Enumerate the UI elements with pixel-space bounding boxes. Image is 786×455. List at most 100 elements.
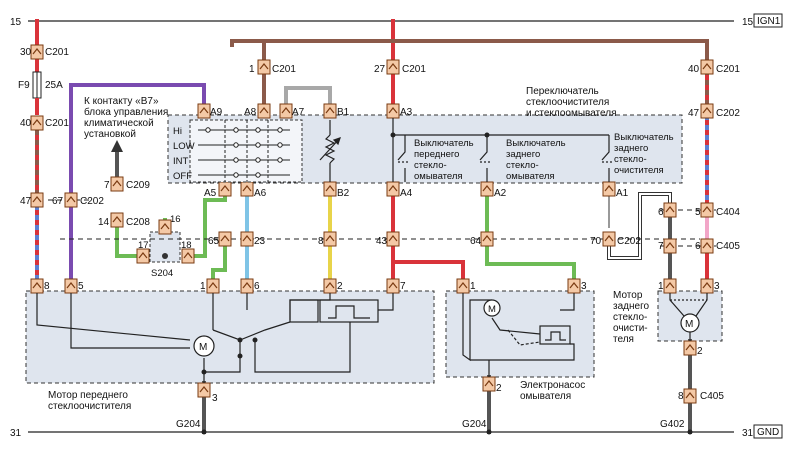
front-motor-symbol: M [199, 342, 207, 353]
c201-1-num: 1 [249, 64, 255, 75]
note-line2: блока управления [84, 106, 168, 118]
front-pin-6: 6 [254, 281, 260, 292]
splice-s204: S204 16 17 18 [138, 214, 192, 279]
connector-pin [386, 231, 400, 247]
rear-pin-1: 1 [658, 281, 664, 292]
pin-b2: B2 [337, 188, 350, 199]
pump-pin-2: 2 [496, 383, 502, 394]
pos-hi: Hi [173, 126, 182, 137]
switch-pin-labels: A9 A8 A7 B1 A3 A5 A6 B2 A4 A2 A1 [204, 107, 629, 199]
rear-label-1: Мотор [613, 290, 643, 301]
connector-pin [663, 238, 677, 254]
connector-labels: 30 C201 40 C201 47 67 C202 7 C209 14 C20… [20, 47, 740, 402]
connector-pin [158, 219, 172, 235]
gnd-tag: GND [757, 427, 779, 438]
switch-title-1: Переключатель [526, 86, 599, 97]
rear-pin-2: 2 [697, 346, 703, 357]
splice-pin17: 17 [138, 240, 149, 251]
rear-label-3: стекло- [613, 312, 647, 323]
c209-num: 7 [104, 180, 110, 191]
c405-id: C405 [716, 241, 740, 252]
connector-pin [197, 103, 211, 119]
note-b7: К контакту «B7» блока управления климати… [84, 96, 168, 140]
rail-bottom-left-label: 31 [10, 428, 22, 439]
pump-motor-symbol: M [488, 304, 496, 315]
connector-pin [30, 278, 44, 294]
pump-motor-icon [483, 299, 501, 317]
pump-ground: G204 [462, 419, 487, 430]
connector-pin [700, 59, 714, 75]
sw1-l3: стекло- [414, 160, 447, 171]
c405b-id: C405 [700, 391, 724, 402]
c201-27-num: 27 [374, 64, 386, 75]
note-line4: установкой [84, 129, 136, 140]
pump-pin-1: 1 [470, 281, 476, 292]
connector-pin [257, 103, 271, 119]
sw3-l4: очистителя [614, 165, 664, 176]
connector-pin [323, 231, 337, 247]
connector-pin [700, 278, 714, 294]
c202-47b-id: C202 [716, 108, 740, 119]
c202-47-num: 47 [20, 196, 32, 207]
splice-id: S204 [151, 268, 173, 279]
pin-a7: A7 [292, 107, 305, 118]
c202-id: C202 [80, 196, 104, 207]
switch-labels: Переключатель стеклоочистителя и стеклоо… [414, 86, 674, 182]
front-motor-internals [36, 293, 394, 383]
c404-6-num: 6 [658, 207, 664, 218]
sw2-l3: стекло- [506, 160, 539, 171]
c202-47b-num: 47 [688, 108, 700, 119]
sw2-l4: омывателя [506, 171, 555, 182]
connector-pin [30, 44, 44, 60]
c201-30-num: 30 [20, 47, 32, 58]
connector-pin [110, 176, 124, 192]
connector-pin [64, 192, 78, 208]
front-pin-1: 1 [200, 281, 206, 292]
connector-pin [700, 103, 714, 119]
splice-pin18: 18 [181, 240, 192, 251]
pin-43: 43 [376, 236, 388, 247]
c202-70-num: 70 [590, 236, 602, 247]
front-ground: G204 [176, 419, 201, 430]
c201-30-id: C201 [45, 47, 69, 58]
connector-pin [663, 202, 677, 218]
connectors [30, 44, 714, 404]
rear-ground: G402 [660, 419, 685, 430]
c201-40b-id: C201 [716, 64, 740, 75]
pin-a1: A1 [616, 188, 629, 199]
c201-1-id: C201 [272, 64, 296, 75]
c202b-id: C202 [617, 236, 641, 247]
connector-pin [218, 181, 232, 197]
ground-points [201, 429, 693, 435]
connector-pin [386, 181, 400, 197]
connector-pin [683, 340, 697, 356]
switch-title-3: и стеклоомывателя [526, 108, 617, 119]
pin-64: 64 [470, 236, 482, 247]
connector-pin [218, 231, 232, 247]
connector-pin [602, 231, 616, 247]
gnd-tag-box [753, 424, 783, 439]
c404-id: C404 [716, 207, 740, 218]
pump-label-1: Электронасос [520, 380, 585, 391]
sw1-l4: омывателя [414, 171, 463, 182]
note-line1: К контакту «B7» [84, 96, 159, 107]
pin-65: 65 [208, 236, 220, 247]
c201-40-id: C201 [45, 118, 69, 129]
connector-pin [482, 376, 496, 392]
rear-motor-icon [680, 313, 700, 333]
ign1-tag: IGN1 [757, 16, 781, 27]
connector-pin [30, 192, 44, 208]
front-motor-label-2: стеклоочистителя [48, 401, 131, 412]
switch-internals: Hi LOW INT OFF [173, 118, 612, 183]
connector-pin [386, 103, 400, 119]
connector-pin [110, 212, 124, 228]
pos-int: INT [173, 156, 189, 167]
connector-pin [480, 181, 494, 197]
connector-pin [663, 278, 677, 294]
fuse-f9: F9 25A [18, 71, 63, 115]
connector-pin [240, 231, 254, 247]
connector-pin [323, 103, 337, 119]
pin-23: 23 [254, 236, 266, 247]
connector-pin [683, 388, 697, 404]
